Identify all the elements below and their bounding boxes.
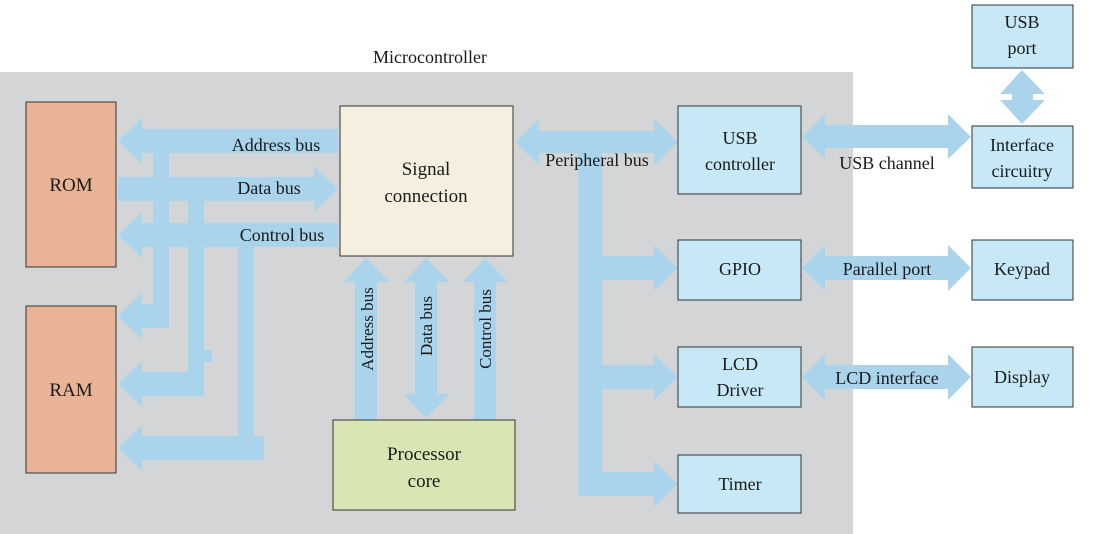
display-block: [971, 346, 1074, 408]
lcd-driver-block: [677, 346, 802, 408]
usb-port-block: [971, 4, 1074, 69]
signal-connection-label-line2: connection: [384, 186, 468, 207]
peripheral-bus-arrow: [515, 119, 678, 165]
processor-core-label-line2: core: [408, 471, 441, 492]
usb-controller-label-line1: USB: [722, 128, 757, 148]
keypad-block: [971, 239, 1074, 301]
interface-circuitry-block: [971, 125, 1074, 189]
signal-connection-label-line1: Signal: [402, 159, 451, 180]
peripheral-bus-label: Peripheral bus: [545, 150, 648, 170]
address-bus-vertical-label: Address bus: [358, 287, 377, 371]
gpio-label: GPIO: [719, 259, 761, 279]
address-bus-trunk: [153, 129, 169, 304]
usb-channel-label: USB channel: [839, 153, 934, 173]
usb-channel-arrow: [802, 114, 971, 159]
processor-core-block: [332, 419, 516, 511]
interface-circuitry-label-line1: Interface: [990, 135, 1054, 155]
data-bus-rom-signal-arrow: [118, 166, 338, 212]
control-bus-trunk: [238, 247, 254, 440]
control-bus-label: Control bus: [240, 225, 325, 245]
usb-port-label-line1: USB: [1004, 12, 1039, 32]
display-label: Display: [994, 367, 1050, 387]
keypad-label: Keypad: [994, 259, 1050, 279]
data-bus-to-ram-arrow: [118, 361, 204, 407]
timer-label: Timer: [718, 474, 761, 494]
rom-block: [25, 101, 117, 268]
processor-core-label-line1: Processor: [387, 444, 462, 465]
peripheral-bus-to-timer-arrow: [578, 461, 678, 507]
timer-block: [677, 454, 802, 514]
data-bus-vertical-arrow: [404, 258, 449, 418]
lcd-interface-label: LCD interface: [835, 368, 938, 388]
address-bus-to-rom-arrow: [118, 118, 338, 164]
peripheral-bus-trunk: [578, 153, 602, 496]
data-bus-label: Data bus: [237, 178, 300, 198]
parallel-port-arrow: [802, 245, 971, 291]
interface-circuitry-label-line2: circuitry: [992, 161, 1053, 181]
address-bus-to-ram-arrow: [118, 293, 169, 339]
lcd-driver-label-line2: Driver: [717, 380, 764, 400]
lcd-driver-label-line1: LCD: [722, 354, 758, 374]
control-bus-vertical-arrow: [463, 258, 508, 420]
bus-arrows: [118, 70, 1045, 507]
microcontroller-title: Microcontroller: [373, 47, 487, 67]
usb-port-interface-arrow: [1000, 70, 1045, 124]
control-bus-horizontal: [254, 223, 338, 247]
address-bus-vertical-arrow: [344, 258, 389, 420]
ram-label: RAM: [49, 380, 92, 401]
data-bus-vertical-label: Data bus: [417, 296, 436, 356]
usb-controller-label-line2: controller: [705, 154, 775, 174]
control-bus-to-ram-arrow: [118, 425, 264, 471]
parallel-port-label: Parallel port: [843, 259, 931, 279]
peripheral-bus-to-gpio-arrow: [602, 245, 678, 291]
rom-label: ROM: [49, 175, 92, 196]
data-bus-ram-upper-arrow: [188, 350, 212, 362]
usb-controller-block: [677, 105, 802, 195]
address-bus-label: Address bus: [232, 135, 321, 155]
usb-port-label-line2: port: [1008, 38, 1037, 58]
control-bus-vertical-label: Control bus: [476, 289, 495, 369]
ram-block: [25, 305, 117, 474]
signal-connection-block: [339, 105, 514, 257]
peripheral-bus-to-lcd-arrow: [602, 354, 678, 400]
gpio-block: [677, 239, 802, 301]
lcd-interface-arrow: [802, 354, 971, 400]
